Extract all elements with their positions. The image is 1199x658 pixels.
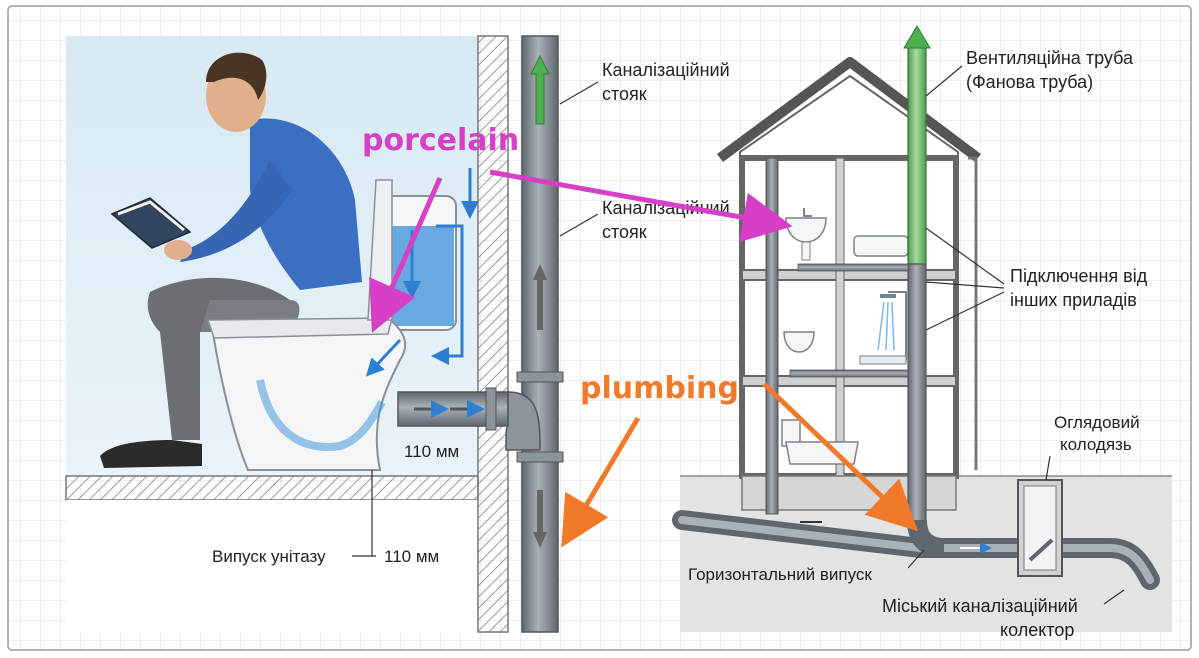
vent-pipe-label-line1: Вентиляційна труба [966,48,1134,68]
horizontal-outlet-label: Горизонтальний випуск [688,565,872,584]
house-fixtures [781,208,909,465]
connections-label-line1: Підключення від [1010,266,1148,286]
city-sewer-label-line1: Міський каналізаційний [882,596,1078,616]
porcelain-annotation: porcelain [362,123,793,333]
toilet [206,168,479,471]
manhole [1017,479,1063,577]
left-labels: Каналізаційний стояк Каналізаційний стоя… [212,60,730,566]
manhole-label-line1: Оглядовий [1054,413,1140,432]
vent-pipe-label-line2: (Фанова труба) [966,72,1093,92]
city-sewer-label-line2: колектор [1000,620,1074,640]
plumbing-label: plumbing [580,371,739,406]
toilet-outlet-label: Випуск унітазу [212,547,326,566]
porcelain-label: porcelain [362,123,519,158]
plumbing-annotation: plumbing [561,371,919,548]
riser-top-label-line2: стояк [602,84,647,104]
outlet-size-label: 110 мм [384,547,439,566]
connections-label-line2: інших приладів [1010,290,1137,310]
sewer-riser-left [516,35,564,633]
riser-mid-label-line1: Каналізаційний [602,198,730,218]
riser-mid-label-line2: стояк [602,222,647,242]
riser-top-label-line1: Каналізаційний [602,60,730,80]
book-icon [110,197,192,249]
house-pipes [672,25,1160,590]
manhole-label-line2: колодязь [1060,435,1132,454]
right-labels: Вентиляційна труба (Фанова труба) Підклю… [688,48,1148,640]
pipe-size-label: 110 мм [404,442,459,461]
toilet-outlet-pipe [397,387,541,451]
person-reading [100,52,362,468]
